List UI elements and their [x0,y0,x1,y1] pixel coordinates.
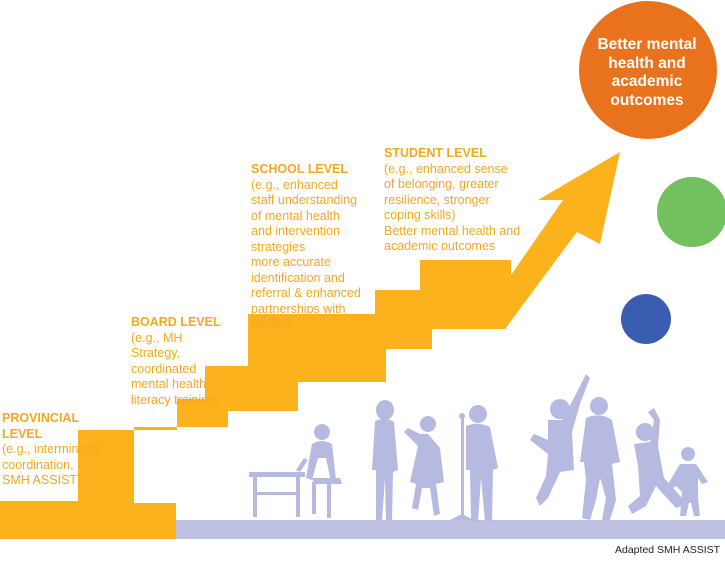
board-level-title: BOARD LEVEL [131,315,221,329]
floor-band [176,520,725,539]
jumping-person-silhouette [530,374,590,506]
blue-circle [621,294,671,344]
provincial-level-text: PROVINCIAL LEVEL (e.g., interministry co… [2,411,101,489]
outcome-label: Better mental health and academic outcom… [597,36,697,109]
seated-person-silhouette [296,424,342,518]
small-child-silhouette [668,447,708,516]
provincial-level-body: (e.g., interministry coordination, SMH A… [2,442,102,487]
student-level-body: (e.g., enhanced sense of belonging, grea… [384,161,521,254]
running-kid-silhouette [628,408,692,514]
microphone-stand-silhouette [450,413,474,520]
standing-girl-silhouette [372,400,398,520]
student-level-title: STUDENT LEVEL [384,146,487,160]
board-level-text: BOARD LEVEL (e.g., MH Strategy, coordina… [131,315,221,408]
walking-person-silhouette [580,397,620,520]
outcome-circle [579,1,717,139]
singer-silhouette [466,405,498,522]
school-level-body: (e.g., enhanced staff understanding of m… [251,177,361,332]
school-level-text: SCHOOL LEVEL (e.g., enhanced staff under… [251,162,361,333]
people-silhouettes [249,374,708,522]
credit-text: Adapted SMH ASSIST [615,544,721,556]
dancing-girl-silhouette [404,416,444,516]
desk-silhouette [249,472,305,517]
staircase-arrow [0,152,620,539]
student-level-text: STUDENT LEVEL (e.g., enhanced sense of b… [384,146,520,255]
board-level-body: (e.g., MH Strategy, coordinated mental h… [131,330,220,407]
school-level-title: SCHOOL LEVEL [251,162,349,176]
green-circle [657,177,725,247]
provincial-level-title: PROVINCIAL LEVEL [2,411,80,441]
